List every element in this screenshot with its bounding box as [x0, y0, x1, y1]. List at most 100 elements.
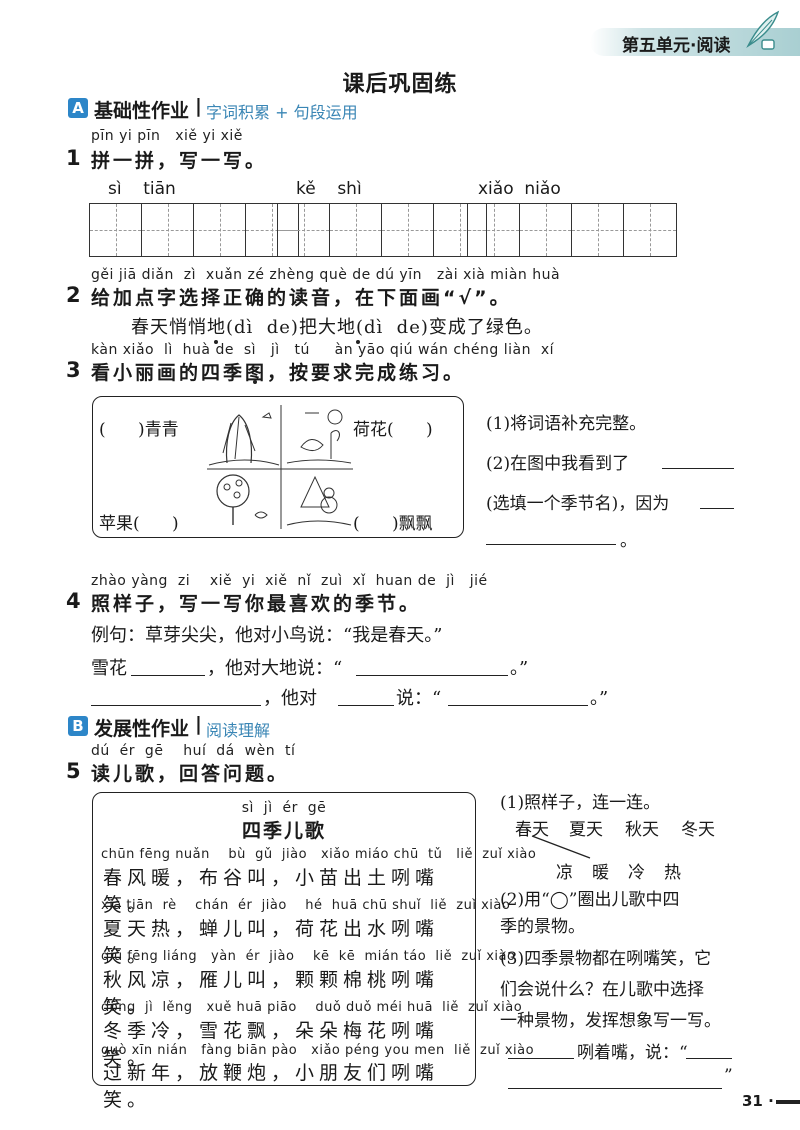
- label-apple-blank: 苹果( ): [99, 514, 179, 534]
- reason-answer-line-1[interactable]: [700, 490, 734, 509]
- unit-label: 第五单元·阅读: [622, 36, 731, 56]
- q5-blank-speech-1[interactable]: [686, 1040, 732, 1059]
- weather-cold[interactable]: 冷: [628, 863, 645, 883]
- grid-cell[interactable]: [382, 204, 434, 256]
- poem-line-2: 夏天热，蝉儿叫，荷花出水咧嘴笑。: [103, 918, 440, 967]
- poem-box: sì jì ér gē 四季儿歌 chūn fēng nuǎn bù gǔ ji…: [92, 792, 536, 1111]
- q4-blank-1[interactable]: [131, 657, 205, 676]
- weather-hot[interactable]: 热: [664, 863, 681, 883]
- q3-end-period: 。: [620, 531, 637, 551]
- q5-sub1: (1)照样子，连一连。: [500, 793, 661, 813]
- label-lotus-blank: 荷花( ): [353, 420, 433, 440]
- poem-title-pinyin: sì jì ér gē: [241, 800, 327, 816]
- q1-pinyin-1: sì tiān: [108, 179, 176, 199]
- q4-pinyin: zhào yàng zi xiě yi xiě nǐ zuì xǐ huan d…: [91, 573, 488, 589]
- q5-sub3-line3: 一种景物，发挥想象写一写。: [500, 1011, 721, 1031]
- q4-number: 4: [66, 589, 81, 613]
- page-number-bar: [776, 1100, 800, 1104]
- poem-line-1-pinyin: chūn fēng nuǎn bù gǔ jiào xiǎo miáo chū …: [101, 847, 537, 862]
- writing-grid-3[interactable]: [467, 203, 677, 257]
- writing-grid-2[interactable]: [277, 203, 487, 257]
- grid-cell[interactable]: [468, 204, 520, 256]
- emphasis-dot: [214, 340, 218, 344]
- q4-example: 例句：草芽尖尖，他对小鸟说：“我是春天。”: [91, 625, 443, 646]
- section-b-badge: B: [68, 716, 88, 736]
- q4-blank-4[interactable]: [338, 687, 394, 706]
- q5-text: 读儿歌，回答问题。: [91, 763, 290, 785]
- q5-sub3-prompt: 咧着嘴，说：“: [577, 1043, 688, 1063]
- q2-text: 给加点字选择正确的读音，在下面画“√”。: [91, 287, 512, 309]
- q2-number: 2: [66, 283, 81, 307]
- section-b-subtitle: 阅读理解: [206, 721, 271, 740]
- grid-cell[interactable]: [624, 204, 676, 256]
- reason-answer-line-2[interactable]: [486, 526, 616, 545]
- q4-blank-5[interactable]: [448, 687, 588, 706]
- season-answer-line[interactable]: [662, 450, 734, 469]
- q5-blank-speech-2[interactable]: [508, 1070, 722, 1089]
- season-winter[interactable]: 冬天: [681, 820, 715, 840]
- section-a-title: 基础性作业: [94, 100, 190, 122]
- section-b-title: 发展性作业: [94, 718, 190, 740]
- poem-line-1: 春风暖，布谷叫，小苗出土咧嘴笑。: [103, 867, 440, 916]
- poem-line-4-pinyin: dōng jì lěng xuě huā piāo duǒ duǒ méi hu…: [101, 1000, 523, 1015]
- q4-line2-mid: 说：“: [396, 688, 442, 709]
- season-summer[interactable]: 夏天: [569, 820, 603, 840]
- q1-pinyin-3: xiǎo niǎo: [478, 179, 561, 199]
- season-spring[interactable]: 春天: [515, 820, 549, 840]
- page-title: 课后巩固练: [342, 72, 458, 97]
- section-a-separator: |: [195, 95, 202, 117]
- poem-line-5: 过新年，放鞭炮，小朋友们咧嘴笑。: [103, 1062, 440, 1111]
- q4-blank-3[interactable]: [91, 687, 261, 706]
- q4-line1-start: 雪花: [91, 658, 127, 679]
- q5-sub2-line2: 季的景物。: [500, 917, 585, 937]
- page-number: 31 ·: [742, 1092, 774, 1110]
- poem-title: 四季儿歌: [241, 820, 326, 842]
- q2-sentence: 春天悄悄地(dì de)把大地(dì de)变成了绿色。: [131, 317, 543, 338]
- q2-pinyin: gěi jiā diǎn zì xuǎn zé zhèng què de dú …: [91, 267, 561, 283]
- four-seasons-picture: ( )青青 荷花( ) 苹果( ) ( )飘飘: [92, 396, 464, 538]
- q4-text: 照样子，写一写你最喜欢的季节。: [91, 593, 422, 615]
- grid-cell[interactable]: [142, 204, 194, 256]
- q5-end-quote: ”: [724, 1066, 733, 1086]
- grid-cell[interactable]: [572, 204, 624, 256]
- q4-blank-2[interactable]: [356, 657, 508, 676]
- poem-line-5-pinyin: guò xīn nián fàng biān pào xiǎo péng you…: [101, 1043, 535, 1058]
- q1-pinyin-2: kě shì: [296, 179, 362, 199]
- q5-sub3-line1: (3)四季景物都在咧嘴笑，它: [500, 949, 712, 969]
- grid-cell[interactable]: [90, 204, 142, 256]
- q5-sub3-line2: 们会说什么？在儿歌中选择: [500, 980, 704, 1000]
- q3-pinyin: kàn xiǎo lì huà de sì jì tú àn yāo qiú w…: [91, 342, 555, 358]
- weather-cool[interactable]: 凉: [556, 863, 573, 883]
- season-autumn[interactable]: 秋天: [625, 820, 659, 840]
- q5-pinyin: dú ér gē huí dá wèn tí: [91, 743, 296, 759]
- q5-sub2-line1: (2)用“◯”圈出儿歌中四: [500, 890, 680, 910]
- q4-line2-end: 。”: [590, 688, 609, 709]
- q3-sub1: (1)将词语补充完整。: [486, 414, 647, 434]
- grid-cell[interactable]: [194, 204, 246, 256]
- poem-line-3-pinyin: qiū fēng liáng yàn ér jiào kē kē mián tá…: [101, 949, 516, 964]
- writing-grid-1[interactable]: [89, 203, 299, 257]
- q5-blank-scenery[interactable]: [508, 1040, 574, 1059]
- grid-cell[interactable]: [278, 204, 330, 256]
- poem-line-3: 秋风凉，雁儿叫，颗颗棉桃咧嘴笑。: [103, 969, 440, 1018]
- seasons-illustration: [207, 405, 353, 529]
- section-a-badge: A: [68, 98, 88, 118]
- q3-text: 看小丽画的四季图，按要求完成练习。: [91, 362, 466, 384]
- grid-cell[interactable]: [520, 204, 572, 256]
- emphasis-dot: [356, 340, 360, 344]
- section-b-separator: |: [195, 713, 202, 735]
- grid-cell[interactable]: [246, 204, 298, 256]
- grid-cell[interactable]: [434, 204, 486, 256]
- poem-line-4: 冬季冷，雪花飘，朵朵梅花咧嘴笑。: [103, 1020, 440, 1069]
- grid-cell[interactable]: [330, 204, 382, 256]
- section-a-subtitle: 字词积累 + 句段运用: [206, 103, 358, 122]
- q1-number: 1: [66, 146, 81, 170]
- q1-pinyin: pīn yi pīn xiě yi xiě: [91, 128, 243, 144]
- example-connector-line: [531, 835, 591, 859]
- feather-pen-icon: [746, 10, 780, 50]
- q4-line2-start: ，他对: [263, 688, 317, 709]
- q4-line1-end: 。”: [510, 658, 529, 679]
- weather-warm[interactable]: 暖: [592, 863, 609, 883]
- q3-sub2-hint: (选填一个季节名)，因为: [486, 494, 670, 514]
- label-snow-blank: ( )飘飘: [353, 514, 433, 534]
